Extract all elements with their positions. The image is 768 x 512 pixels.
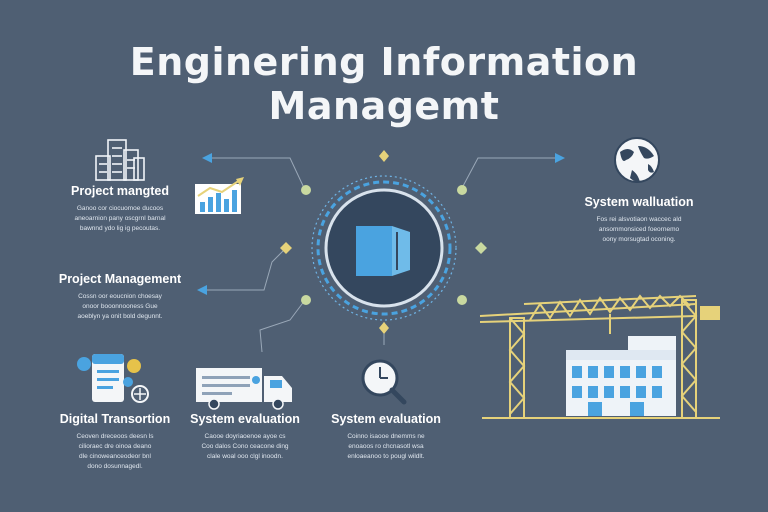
block-system-waluation: System walluation Fos rei alsvotiaon wac…: [564, 195, 714, 245]
arrowhead-left: [197, 285, 207, 295]
connector-left: [205, 247, 287, 291]
desc-line: enloaeanoo to pougl wildlt.: [347, 453, 425, 460]
block-description: Coinno isaooe dnemms ne enoaoos ro chcna…: [311, 432, 461, 462]
node-right: [475, 242, 487, 254]
block-digital-transortion: Digital Transortion Ceoven dreceoos dees…: [40, 412, 190, 472]
desc-line: Caooe doyriaoenoe ayoe cs: [204, 433, 286, 440]
desc-line: ansommonsiced foeornemo: [598, 226, 680, 233]
desc-line: enoaoos ro chcnasotl wsa: [348, 443, 424, 450]
truck-icon: [196, 368, 292, 410]
desc-line: dono dosunnagedl.: [87, 463, 143, 470]
block-title: System walluation: [584, 195, 694, 209]
arrowheads: [197, 153, 565, 295]
bar-chart-icon: [195, 177, 244, 214]
block-project-mangted: Project mangted Ganoo cor ciocuomoe duco…: [45, 184, 195, 234]
desc-line: Fos rei alsvotiaon waccec ald: [596, 216, 682, 223]
desc-line: Ceoven dreceoos deesn ls: [76, 433, 154, 440]
block-title: System evaluation: [190, 412, 300, 426]
central-hub: [311, 175, 457, 321]
desc-line: oony morsugtad oconing.: [602, 236, 676, 243]
block-description: Fos rei alsvotiaon waccec ald ansommonsi…: [564, 215, 714, 245]
city-buildings-icon: [95, 139, 145, 181]
desc-line: cilioraec dre oinoa deano: [78, 443, 152, 450]
block-description: Ceoven dreceoos deesn ls cilioraec dre o…: [40, 432, 190, 472]
block-title: Project Management: [58, 272, 182, 286]
globe-icon: [614, 137, 660, 183]
page-title-line-1: Enginering Information: [129, 40, 639, 84]
node-bottom: [379, 322, 389, 334]
desc-line: dle cinoweanceodeor bnl: [79, 453, 151, 460]
page-title-line-2: Managemt: [268, 84, 500, 128]
node-top-left: [301, 185, 311, 195]
block-title: Digital Transortion: [59, 412, 171, 426]
block-description: Ganoo cor ciocuomoe ducoos aneoarnion pa…: [45, 204, 195, 234]
node-left: [280, 242, 292, 254]
desc-line: clale woal ooo clgl inoodn.: [207, 453, 283, 460]
desc-line: Ganoo cor ciocuomoe ducoos: [76, 205, 164, 212]
desc-line: Cossn oor eoucnion choesay: [78, 293, 162, 300]
desc-line: aoeblyn ya onit bold degunnt.: [77, 313, 163, 320]
hub-nodes: [280, 150, 487, 334]
arrowhead-top-left: [202, 153, 212, 163]
connector-top-right: [461, 157, 555, 189]
desc-line: Coinno isaooe dnemms ne: [347, 433, 425, 440]
node-top-right: [457, 185, 467, 195]
block-system-evaluation-2: System evaluation Coinno isaooe dnemms n…: [311, 412, 461, 462]
connector-bottom-left: [259, 299, 306, 353]
block-title: Project mangted: [71, 184, 169, 198]
document-tabs-icon: [356, 226, 410, 276]
block-system-evaluation-1: System evaluation Caooe doyriaoenoe ayoe…: [170, 412, 320, 462]
block-description: Cossn oor eoucnion choesay onoor booonno…: [45, 292, 195, 322]
desc-line: onoor booonnooness Gue: [82, 303, 158, 310]
block-description: Caooe doyriaoenoe ayoe cs Coo dalos Cono…: [170, 432, 320, 462]
desc-line: bawnnd ydo lig ig pecoutas.: [79, 225, 161, 232]
block-title: System evaluation: [331, 412, 441, 426]
node-bottom-right: [457, 295, 467, 305]
clock-magnifier-icon: [361, 359, 407, 405]
desc-line: Coo dalos Cono ceacone ding: [201, 443, 289, 450]
desc-line: aneoarnion pany oscgrnl barnal: [74, 215, 166, 222]
node-top: [379, 150, 389, 162]
node-bottom-left: [301, 295, 311, 305]
arrowhead-top-right: [555, 153, 565, 163]
construction-crane-icon: [479, 294, 720, 419]
mobile-document-icon: [77, 354, 149, 403]
block-project-management: Project Management Cossn oor eoucnion ch…: [45, 272, 195, 322]
connector-top-left: [210, 157, 306, 191]
